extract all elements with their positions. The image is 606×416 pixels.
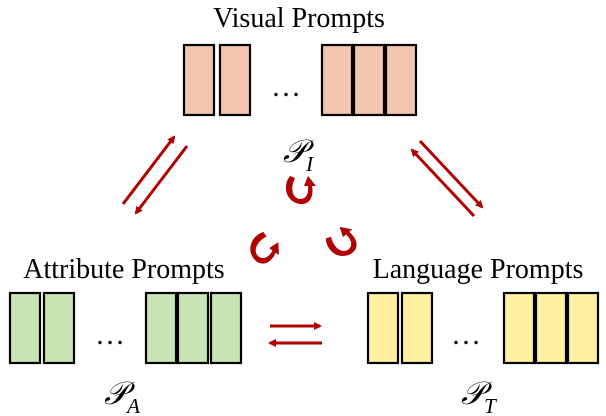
language-self-loop-icon [325, 226, 357, 257]
attribute-prompt-token [144, 291, 178, 365]
attribute-prompts-symbol: 𝒫A [104, 374, 140, 416]
visual-attribute-arrows [121, 135, 189, 215]
attribute-prompt-token [176, 291, 210, 365]
visual-prompt-token [320, 43, 354, 117]
visual-language-arrows [410, 139, 484, 218]
visual-prompts-symbol: 𝒫I [283, 132, 315, 176]
visual-prompt-token [182, 43, 216, 117]
language-prompt-token [502, 291, 536, 365]
attribute-prompts-group: Attribute Prompts … 𝒫A [8, 254, 243, 416]
visual-prompts-ellipsis: … [271, 70, 301, 103]
arrow-language-to-visual [410, 148, 476, 218]
visual-prompts-group: Visual Prompts … 𝒫I [182, 3, 418, 176]
attribute-language-arrows [268, 322, 322, 347]
language-prompt-token [566, 291, 600, 365]
attribute-self-loop-icon [250, 231, 280, 264]
attribute-prompt-token [42, 291, 76, 365]
attribute-prompts-ellipsis: … [95, 318, 125, 351]
arrow-attribute-to-visual [121, 135, 176, 205]
arrow-visual-to-attribute [134, 145, 189, 215]
visual-prompt-token [384, 43, 418, 117]
visual-prompt-token [352, 43, 386, 117]
attribute-prompts-symbol-subscript: A [125, 394, 140, 416]
language-prompts-title: Language Prompts [373, 254, 584, 285]
visual-self-loop-icon [285, 176, 316, 205]
language-prompts-symbol-subscript: T [484, 394, 497, 416]
language-prompts-symbol: 𝒫T [461, 374, 497, 416]
visual-prompt-bars [182, 43, 418, 117]
attribute-prompts-title: Attribute Prompts [23, 254, 224, 285]
language-prompts-ellipsis: … [451, 318, 481, 351]
language-prompt-token [534, 291, 568, 365]
attribute-prompt-bars [8, 291, 243, 365]
visual-prompt-token [218, 43, 252, 117]
visual-prompts-symbol-subscript: I [305, 152, 314, 176]
visual-prompts-title: Visual Prompts [213, 3, 385, 34]
arrow-visual-to-language [418, 139, 484, 209]
attribute-prompt-token [209, 291, 243, 365]
language-prompt-token [366, 291, 400, 365]
language-prompts-group: Language Prompts … 𝒫T [366, 254, 600, 416]
attribute-prompt-token [8, 291, 42, 365]
language-prompt-token [400, 291, 434, 365]
language-prompt-bars [366, 291, 600, 365]
